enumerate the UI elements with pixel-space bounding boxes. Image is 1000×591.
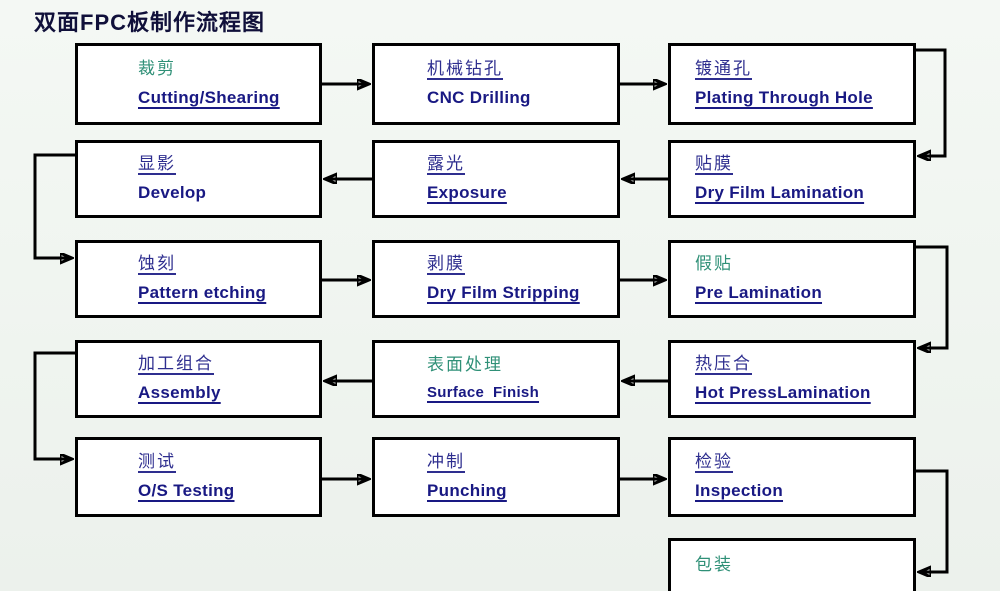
flow-box-pattern-etching: 蚀刻 Pattern etching xyxy=(75,240,322,318)
step-label-zh: 剥膜 xyxy=(427,254,465,274)
step-label-zh: 贴膜 xyxy=(695,154,733,174)
step-label-zh: 假贴 xyxy=(695,254,733,274)
step-label-en: Dry Film Lamination xyxy=(695,183,865,202)
step-label-en: Exposure xyxy=(427,183,507,202)
arrow-plating-to-lamination xyxy=(916,48,947,156)
step-label-en: Punching xyxy=(427,481,507,500)
step-label-zh: 热压合 xyxy=(695,354,752,374)
page-title: 双面FPC板制作流程图 xyxy=(34,10,266,35)
flow-box-surface-finish: 表面处理 Surface Finish xyxy=(372,340,620,418)
step-label-en: Surface Finish xyxy=(427,384,540,402)
step-label-en: Develop xyxy=(138,183,207,202)
step-label-en: Dry Film Stripping xyxy=(427,283,580,302)
step-label-zh: 露光 xyxy=(427,154,465,174)
arrow-develop-to-etching xyxy=(33,153,75,258)
step-label-zh: 蚀刻 xyxy=(138,254,176,274)
flow-box-cutting-shearing: 裁剪 Cutting/Shearing xyxy=(75,43,322,125)
flow-box-hot-press-lamination: 热压合 Hot PressLamination xyxy=(668,340,916,418)
step-label-zh: 表面处理 xyxy=(427,355,503,375)
flow-box-dry-film-lamination: 贴膜 Dry Film Lamination xyxy=(668,140,916,218)
flow-box-cnc-drilling: 机械钻孔 CNC Drilling xyxy=(372,43,620,125)
step-label-en: Assembly xyxy=(138,383,221,402)
flow-box-dry-film-stripping: 剥膜 Dry Film Stripping xyxy=(372,240,620,318)
step-label-en: Inspection xyxy=(695,481,784,500)
flow-box-packaging: 包装 xyxy=(668,538,916,591)
flow-box-pre-lamination: 假贴 Pre Lamination xyxy=(668,240,916,318)
arrow-inspection-to-packaging xyxy=(916,469,949,572)
step-label-en: Cutting/Shearing xyxy=(138,88,280,107)
step-label-zh: 镀通孔 xyxy=(695,59,752,79)
step-label-zh: 裁剪 xyxy=(138,59,176,79)
step-label-en: Pattern etching xyxy=(138,283,267,302)
step-label-zh: 机械钻孔 xyxy=(427,59,503,79)
step-label-en: Plating Through Hole xyxy=(695,88,873,107)
flow-box-exposure: 露光 Exposure xyxy=(372,140,620,218)
arrow-assembly-to-testing xyxy=(33,351,75,459)
step-label-en: CNC Drilling xyxy=(427,88,531,107)
step-label-zh: 测试 xyxy=(138,452,176,472)
step-label-zh: 检验 xyxy=(695,452,733,472)
step-label-zh: 加工组合 xyxy=(138,354,214,374)
flow-box-punching: 冲制 Punching xyxy=(372,437,620,517)
flow-box-os-testing: 测试 O/S Testing xyxy=(75,437,322,517)
flow-box-inspection: 检验 Inspection xyxy=(668,437,916,517)
step-label-en: O/S Testing xyxy=(138,481,235,500)
flow-box-plating-through-hole: 镀通孔 Plating Through Hole xyxy=(668,43,916,125)
step-label-zh: 显影 xyxy=(138,154,176,174)
flow-box-develop: 显影 Develop xyxy=(75,140,322,218)
step-label-en: Hot PressLamination xyxy=(695,383,871,402)
flow-box-assembly: 加工组合 Assembly xyxy=(75,340,322,418)
step-label-zh: 包装 xyxy=(695,555,733,574)
step-label-zh: 冲制 xyxy=(427,452,465,472)
arrow-prelamination-to-hotpress xyxy=(916,245,949,348)
step-label-en: Pre Lamination xyxy=(695,283,823,302)
